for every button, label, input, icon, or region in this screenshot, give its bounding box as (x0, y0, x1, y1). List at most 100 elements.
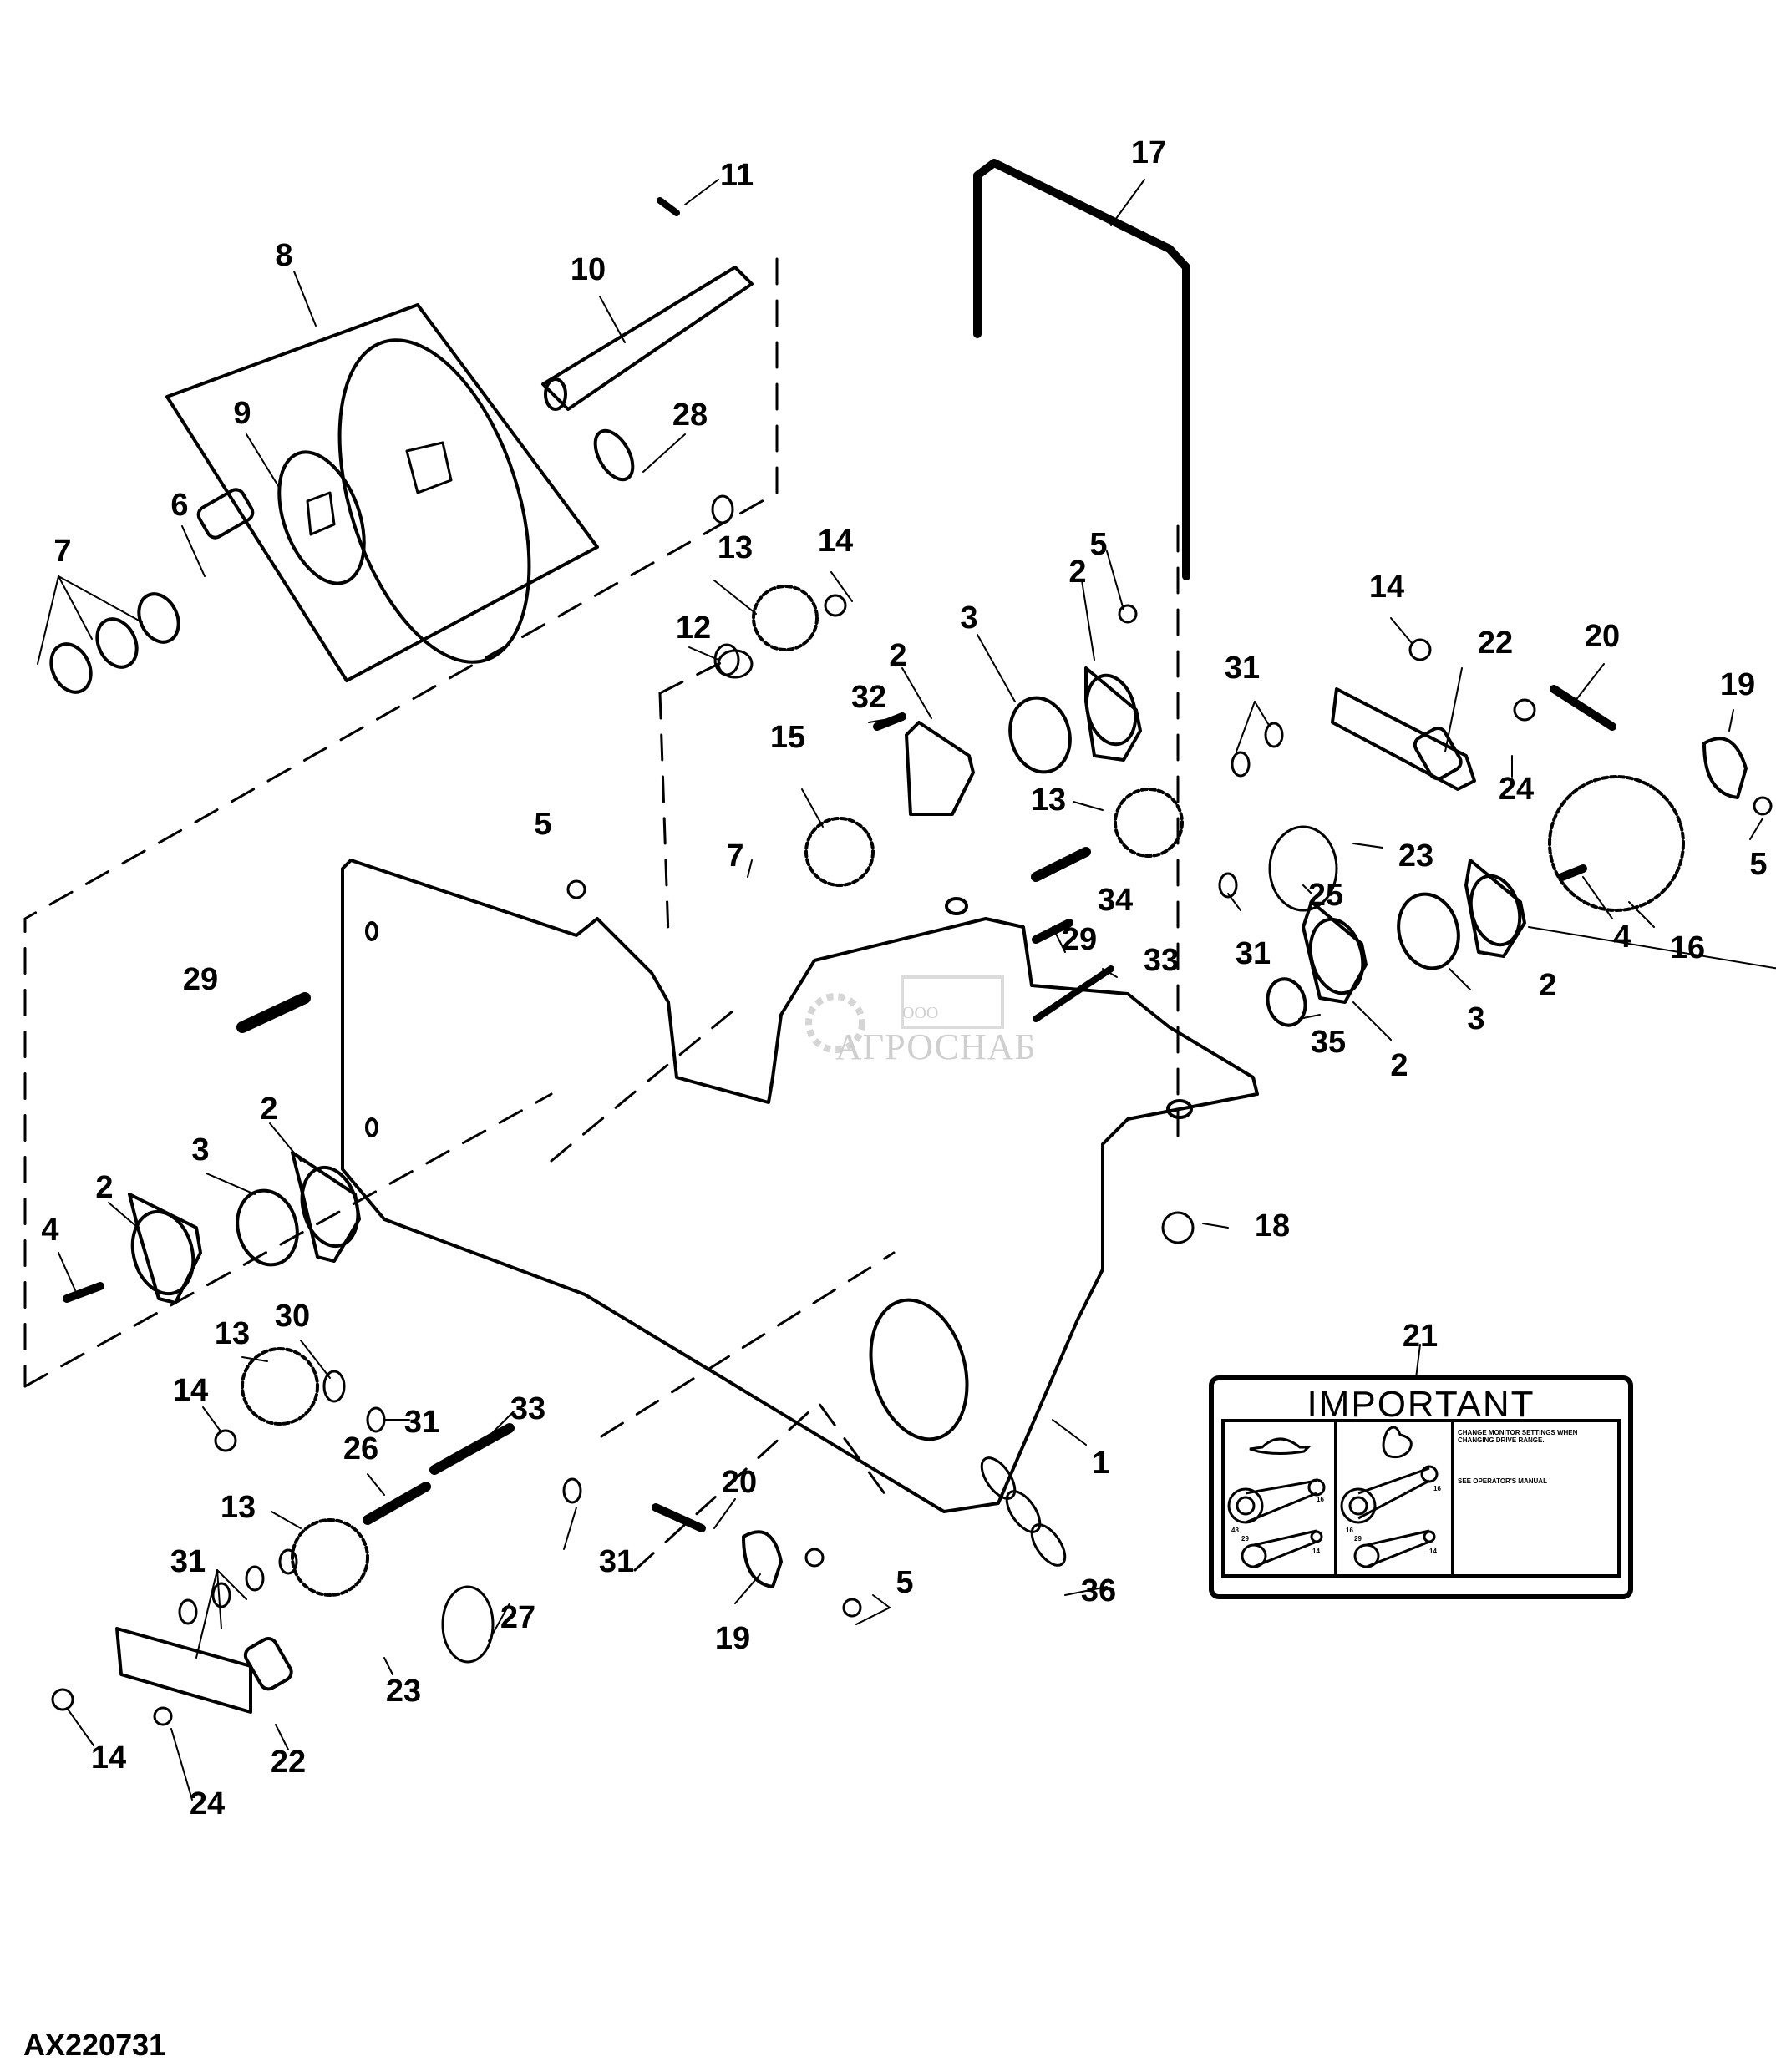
callout-20[interactable]: 20 (1584, 619, 1621, 654)
callout-17[interactable]: 17 (1130, 135, 1167, 170)
decal-message: CHANGE MONITOR SETTINGS WHEN CHANGING DR… (1458, 1429, 1578, 1444)
sprocket-label: 29 (1241, 1535, 1249, 1543)
sprocket-label: 14 (1429, 1548, 1437, 1555)
callout-32[interactable]: 32 (850, 680, 887, 715)
callout-28[interactable]: 28 (672, 398, 708, 433)
callout-14[interactable]: 14 (172, 1373, 209, 1408)
callout-31[interactable]: 31 (1224, 651, 1261, 686)
callout-18[interactable]: 18 (1254, 1208, 1291, 1244)
u-bolt[interactable] (973, 159, 1190, 580)
callout-2[interactable]: 2 (95, 1170, 114, 1205)
callout-13[interactable]: 13 (1030, 783, 1067, 818)
callout-7[interactable]: 7 (726, 838, 744, 874)
callout-3[interactable]: 3 (1467, 1001, 1485, 1036)
callout-31[interactable]: 31 (1235, 936, 1271, 971)
callout-24[interactable]: 24 (1498, 772, 1535, 807)
callout-12[interactable]: 12 (675, 610, 712, 646)
callout-1[interactable]: 1 (1092, 1446, 1110, 1481)
callout-3[interactable]: 3 (191, 1132, 210, 1168)
callout-31[interactable]: 31 (170, 1544, 206, 1579)
callout-13[interactable]: 13 (220, 1490, 256, 1525)
callout-35[interactable]: 35 (1310, 1025, 1347, 1060)
rabbit-icon (1340, 1426, 1439, 1568)
callout-5[interactable]: 5 (1089, 527, 1108, 562)
callout-29[interactable]: 29 (182, 962, 219, 997)
callout-7[interactable]: 7 (53, 534, 72, 569)
callout-4[interactable]: 4 (41, 1213, 59, 1248)
decal-panels: 48 16 29 14 16 16 29 14 CHAN (1221, 1419, 1621, 1578)
callout-5[interactable]: 5 (896, 1565, 914, 1600)
callout-14[interactable]: 14 (1368, 570, 1405, 605)
callout-20[interactable]: 20 (721, 1465, 758, 1500)
callout-36[interactable]: 36 (1080, 1573, 1117, 1608)
callout-14[interactable]: 14 (817, 524, 854, 559)
callout-19[interactable]: 19 (1719, 667, 1756, 702)
sprocket-label: 16 (1433, 1485, 1441, 1492)
main-bracket[interactable] (341, 859, 1259, 1513)
sprockets[interactable] (241, 585, 1685, 1597)
hub-plate[interactable] (263, 441, 381, 595)
sprocket-label: 16 (1317, 1496, 1324, 1503)
sprocket-label: 14 (1312, 1548, 1320, 1555)
shaft[interactable] (541, 266, 754, 411)
callout-9[interactable]: 9 (233, 396, 251, 431)
watermark-prefix: ООО (902, 1004, 939, 1022)
lock-collars[interactable] (742, 737, 1748, 1588)
callout-29[interactable]: 29 (1061, 922, 1098, 957)
seed-plate-assembly[interactable] (165, 303, 599, 686)
clip[interactable] (587, 424, 640, 485)
callout-11[interactable]: 11 (719, 158, 754, 193)
callout-21[interactable]: 21 (1402, 1319, 1439, 1354)
callout-16[interactable]: 16 (1669, 930, 1706, 965)
bushing-and-washers[interactable] (43, 487, 256, 699)
callout-33[interactable]: 33 (1143, 943, 1180, 978)
callout-2[interactable]: 2 (260, 1092, 278, 1127)
bolts[interactable] (63, 685, 1616, 1532)
callout-2[interactable]: 2 (1068, 555, 1087, 590)
important-decal[interactable]: IMPORTANT 48 16 29 14 (1209, 1375, 1633, 1599)
callout-10[interactable]: 10 (570, 252, 606, 287)
gear-icon (805, 975, 1004, 1053)
callout-24[interactable]: 24 (189, 1786, 226, 1821)
nuts-and-washers[interactable] (51, 494, 1773, 1726)
callout-6[interactable]: 6 (170, 488, 189, 523)
callout-19[interactable]: 19 (714, 1621, 751, 1656)
springs[interactable] (441, 825, 1338, 1664)
callout-8[interactable]: 8 (275, 238, 293, 273)
callout-34[interactable]: 34 (1097, 883, 1134, 918)
flange-bearings-left[interactable] (124, 1151, 366, 1304)
leader-lines (37, 179, 1776, 1801)
callout-2[interactable]: 2 (1390, 1048, 1408, 1083)
decal-panel-text: CHANGE MONITOR SETTINGS WHEN CHANGING DR… (1454, 1422, 1617, 1574)
flange-bearings-right[interactable] (1263, 859, 1527, 1030)
callout-15[interactable]: 15 (769, 720, 806, 755)
callout-2[interactable]: 2 (889, 638, 907, 673)
callout-31[interactable]: 31 (598, 1544, 635, 1579)
flange-bearings-top[interactable] (905, 666, 1143, 816)
callout-23[interactable]: 23 (1398, 838, 1434, 874)
callout-30[interactable]: 30 (274, 1299, 311, 1334)
callout-5[interactable]: 5 (1749, 847, 1768, 882)
callout-3[interactable]: 3 (960, 600, 978, 636)
figure-id: AX220731 (23, 2028, 166, 2062)
callout-13[interactable]: 13 (214, 1316, 251, 1351)
callout-25[interactable]: 25 (1307, 878, 1344, 913)
decal-title: IMPORTANT (1307, 1384, 1535, 1425)
sprocket-label: 29 (1354, 1535, 1362, 1543)
sprocket-label: 16 (1346, 1527, 1353, 1534)
cotter-pin[interactable] (657, 197, 680, 216)
callout-27[interactable]: 27 (500, 1600, 536, 1635)
callout-5[interactable]: 5 (534, 807, 552, 842)
callout-14[interactable]: 14 (90, 1740, 127, 1776)
callout-23[interactable]: 23 (385, 1674, 422, 1709)
callout-13[interactable]: 13 (717, 530, 754, 565)
callout-2[interactable]: 2 (1539, 968, 1557, 1003)
callout-33[interactable]: 33 (510, 1391, 546, 1426)
callout-31[interactable]: 31 (403, 1405, 440, 1440)
callout-26[interactable]: 26 (343, 1431, 379, 1467)
callout-4[interactable]: 4 (1613, 919, 1631, 955)
roller-chain[interactable] (975, 1452, 1071, 1571)
idler-arms[interactable] (115, 687, 1476, 1714)
callout-22[interactable]: 22 (1477, 626, 1514, 661)
callout-22[interactable]: 22 (270, 1745, 307, 1780)
